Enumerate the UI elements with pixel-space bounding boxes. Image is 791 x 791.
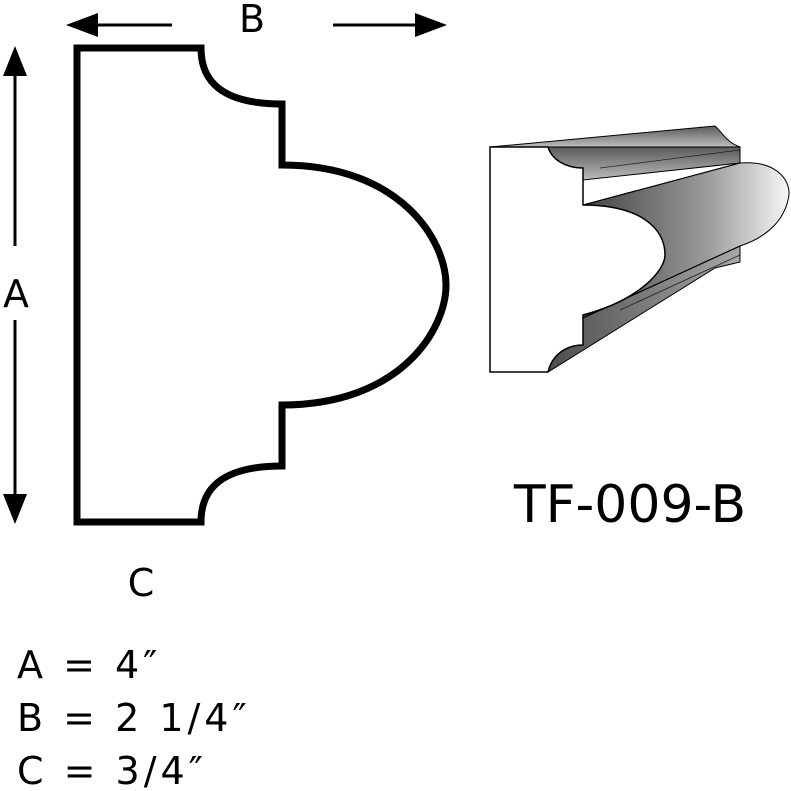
dimension-c-value: C = 3/4″: [17, 749, 207, 791]
dimension-b-value: B = 2 1/4″: [17, 696, 251, 740]
part-number: TF-009-B: [513, 475, 746, 535]
label-c: C: [128, 561, 155, 605]
dimension-b-arrow: [66, 13, 447, 37]
dimension-a-arrow: [3, 46, 27, 524]
dimension-a-value: A = 4″: [17, 643, 161, 687]
dimension-legend: A = 4″ B = 2 1/4″ C = 3/4″: [17, 643, 251, 791]
molding-3d-view: [489, 125, 790, 374]
molding-profile: [73, 44, 450, 526]
label-a: A: [3, 272, 29, 316]
label-b: B: [239, 0, 265, 41]
